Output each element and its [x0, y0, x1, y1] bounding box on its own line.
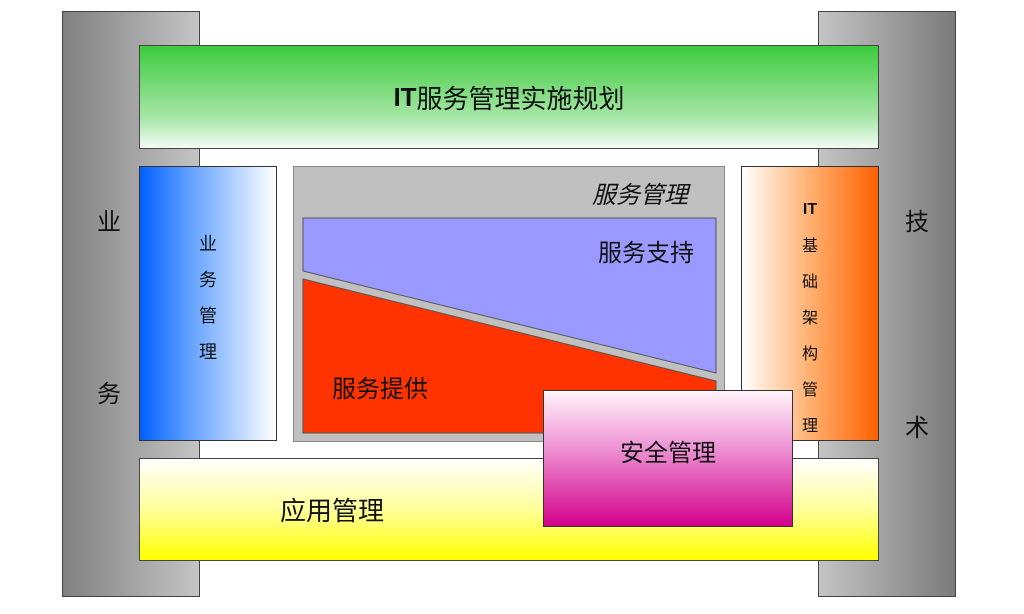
it-infrastructure-char: 基 [801, 236, 818, 255]
it-service-planning-prefix: IT [393, 81, 417, 112]
security-management-box: 安全管理 [543, 390, 793, 527]
business-pillar-char-1: 业 [97, 208, 121, 236]
service-support-label: 服务支持 [598, 239, 694, 267]
it-infrastructure-char: 构 [801, 344, 818, 363]
service-management-title: 服务管理 [592, 181, 688, 209]
business-pillar-char-2: 务 [97, 380, 121, 408]
application-management-label: 应用管理 [280, 497, 385, 527]
it-infrastructure-prefix: IT [802, 201, 818, 218]
business-management-char: 业 [199, 234, 217, 255]
it-infrastructure-char: 础 [801, 272, 818, 291]
it-infrastructure-char: 架 [801, 308, 818, 327]
business-management-char: 理 [199, 342, 217, 363]
business-management-char: 务 [199, 270, 217, 291]
business-management-box: 业 务 管 理 [139, 166, 277, 441]
security-management-label: 安全管理 [620, 439, 716, 467]
technology-pillar-char-2: 术 [905, 414, 929, 442]
service-delivery-label: 服务提供 [332, 375, 428, 403]
technology-pillar-char-1: 技 [905, 208, 929, 236]
it-service-planning-label: 服务管理实施规划 [416, 84, 625, 115]
it-infrastructure-char: 管 [801, 380, 818, 399]
business-management-char: 管 [199, 306, 217, 327]
it-infrastructure-char: 理 [801, 416, 818, 435]
service-support-shape [302, 217, 717, 374]
